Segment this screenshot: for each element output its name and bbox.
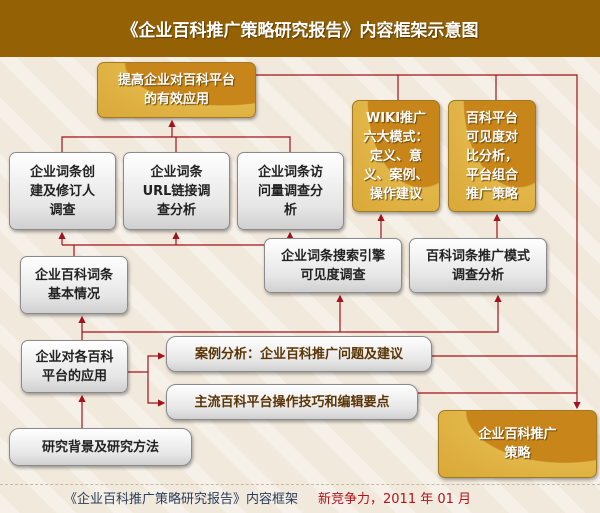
node-goal: 提高企业对百科平台的有效应用 [97,62,256,118]
node-background: 研究背景及研究方法 [9,428,192,466]
node-visits: 企业词条访问量调查分析 [237,152,344,230]
line-top-row [61,136,291,152]
node-url-links: 企业词条URL链接调查分析 [123,152,230,230]
footer-divider [0,484,600,485]
line-apply-branches [81,296,499,340]
footer-source: 新竞争力，2011 年 01 月 [318,492,472,507]
node-application: 企业对各百科平台的应用 [21,340,128,393]
node-wiki: WIKI推广六大模式：定义、意义、案例、操作建议 [352,100,440,212]
node-basic: 企业百科词条基本情况 [20,256,128,314]
node-entry-creation: 企业词条创建及修订人调查 [9,152,116,230]
node-case-analysis: 案例分析：企业百科推广问题及建议 [166,336,432,372]
line-apply-right [128,355,163,404]
node-search-visibility: 企业词条搜索引擎可见度调查 [264,238,402,293]
node-platform-compare: 百科平台可见度对比分析，平台组合推广策略 [448,100,536,212]
line-goal-right [256,74,581,410]
footer-caption: 《企业百科推广策略研究报告》内容框架 [64,492,299,507]
node-strategy: 企业百科推广策略 [438,410,597,478]
page-title: 《企业百科推广策略研究报告》内容框架示意图 [0,0,600,57]
node-promotion-mode: 百科词条推广模式调查分析 [409,238,547,293]
node-mainstream: 主流百科平台操作技巧和编辑要点 [166,384,418,420]
